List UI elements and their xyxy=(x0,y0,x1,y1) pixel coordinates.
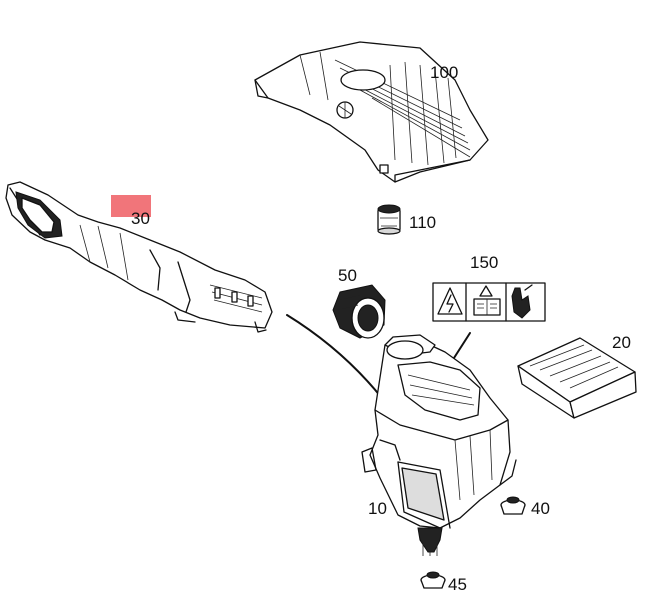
part-label-30[interactable]: 30 xyxy=(131,209,150,228)
part-label-110[interactable]: 110 xyxy=(409,213,437,232)
rubber-mount-icon[interactable] xyxy=(420,571,446,589)
part-label-50[interactable]: 50 xyxy=(338,266,357,285)
warning-label-icon[interactable] xyxy=(432,282,546,322)
part-30-highlight[interactable] xyxy=(111,195,151,217)
intake-duct-icon[interactable] xyxy=(5,181,273,333)
air-filter-housing-icon[interactable] xyxy=(361,334,517,556)
part-label-45[interactable]: 45 xyxy=(448,575,467,594)
air-intake-icon[interactable] xyxy=(332,284,386,339)
part-label-10[interactable]: 10 xyxy=(368,499,387,518)
rubber-mount-icon[interactable] xyxy=(500,496,526,515)
part-label-100[interactable]: 100 xyxy=(430,63,459,82)
part-label-150[interactable]: 150 xyxy=(470,253,499,272)
part-label-40[interactable]: 40 xyxy=(531,499,550,518)
part-label-20[interactable]: 20 xyxy=(612,333,631,352)
grommet-icon[interactable] xyxy=(377,204,401,235)
engine-cover-icon[interactable] xyxy=(254,41,489,183)
air-filter-icon[interactable] xyxy=(517,337,637,419)
